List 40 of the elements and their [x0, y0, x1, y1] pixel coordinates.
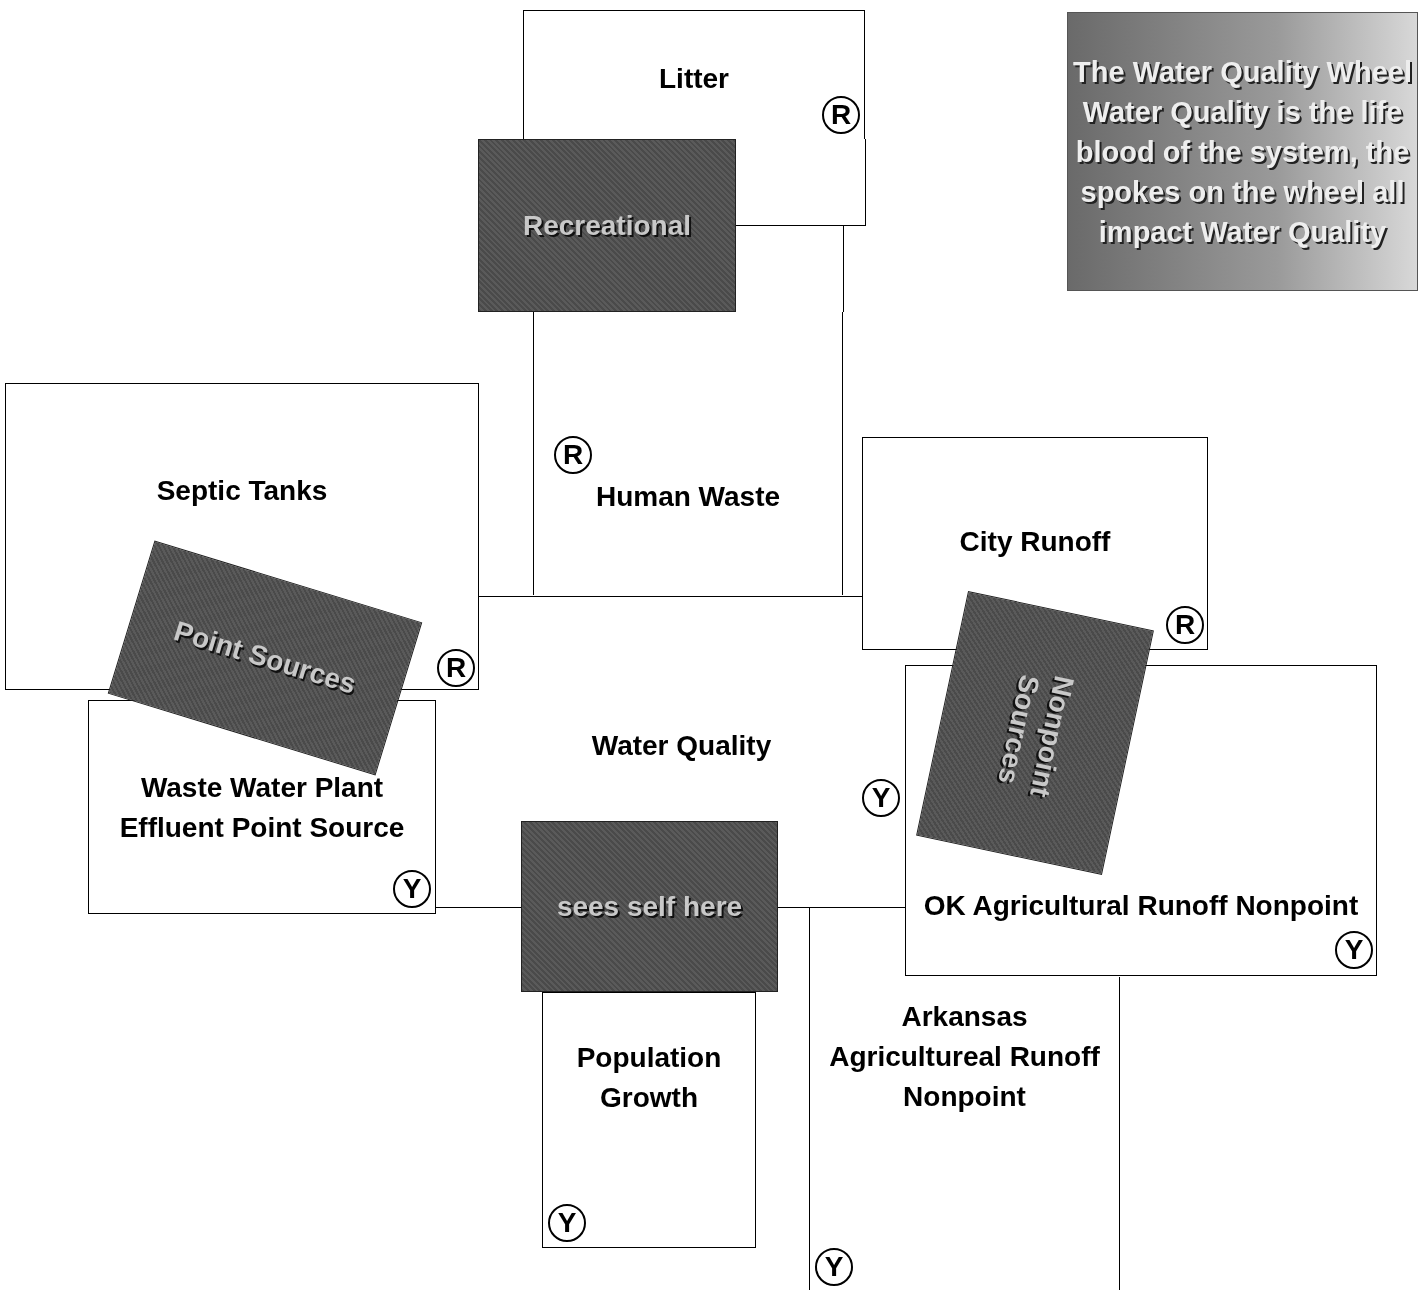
box-label: Litter	[658, 62, 730, 96]
letter-marker	[822, 96, 860, 134]
letter-marker	[1335, 931, 1373, 969]
marker-letter: R	[562, 441, 584, 469]
box-label: Waste Water Plant Effluent Point Source	[118, 771, 406, 845]
marker-letter: Y	[557, 1209, 577, 1237]
region-box	[809, 977, 1120, 1290]
title-panel	[1067, 12, 1418, 291]
marker-letter: R	[830, 101, 852, 129]
region-box	[533, 312, 843, 595]
letter-marker	[437, 649, 475, 687]
box-label: OK Agricultural Runoff Nonpoint	[922, 889, 1360, 923]
box-label: Nonpoint Sources	[991, 671, 1082, 802]
letter-marker	[554, 436, 592, 474]
category-panel	[521, 821, 778, 992]
box-label: Septic Tanks	[155, 474, 329, 508]
category-panel	[478, 139, 736, 312]
marker-letter: Y	[1344, 936, 1364, 964]
box-label: Human Waste	[594, 480, 782, 514]
region-box	[523, 10, 865, 139]
marker-letter: Y	[871, 784, 891, 812]
box-label: Population Growth	[575, 1041, 723, 1115]
marker-letter: R	[445, 654, 467, 682]
description-text: Water Quality is the life blood of the system, the spokes on the wheel all impact Water Quality	[1074, 94, 1411, 250]
box-label: sees self here	[556, 889, 743, 924]
region-box	[542, 992, 756, 1248]
letter-marker	[548, 1204, 586, 1242]
box-label: Arkansas Agricultureal Runoff Nonpoint	[828, 1000, 1101, 1114]
marker-letter: Y	[402, 875, 422, 903]
box-label: Water Quality	[590, 729, 773, 763]
title: The Water Quality Wheel	[1072, 54, 1413, 90]
region-box	[862, 437, 1208, 650]
letter-marker	[862, 779, 900, 817]
box-label: City Runoff	[958, 525, 1112, 559]
letter-marker	[1166, 606, 1204, 644]
box-label: Recreational	[522, 208, 692, 243]
marker-letter: Y	[824, 1253, 844, 1281]
letter-marker	[393, 870, 431, 908]
marker-letter: R	[1174, 611, 1196, 639]
letter-marker	[815, 1248, 853, 1286]
